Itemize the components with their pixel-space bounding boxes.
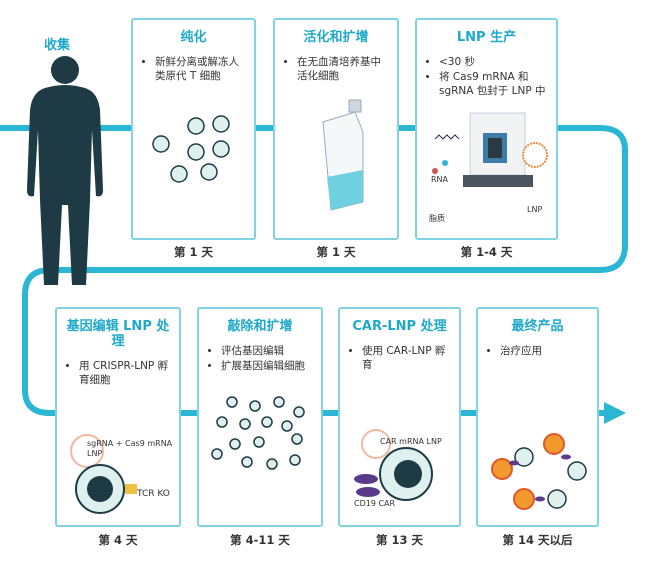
day-label: 第 14 天以后 — [502, 533, 573, 547]
collect-label: 收集 — [44, 38, 71, 53]
step-title: 纯化 — [180, 30, 207, 45]
arrow-head-icon — [604, 402, 626, 424]
step-lnp-production-card: LNP 生产 <30 秒将 Cas9 mRNA 和 sgRNA 包封于 LNP … — [415, 18, 558, 240]
day-label: 第 4 天 — [98, 533, 138, 547]
day-label: 第 1-4 天 — [460, 245, 513, 259]
step-bullet: 用 CRISPR-LNP 孵育细胞 — [79, 359, 171, 387]
step-title: CAR-LNP 处理 — [352, 319, 447, 334]
step-activate-card: 活化和扩增 在无血清培养基中活化细胞 — [273, 18, 399, 240]
step-bullet: 评估基因编辑 — [221, 344, 313, 358]
car-label: CD19 CAR — [354, 499, 396, 508]
car-cell-icon — [354, 429, 433, 501]
step-title: 活化和扩增 — [303, 30, 369, 45]
lnp-instrument-icon — [432, 112, 548, 187]
step-bullet: 使用 CAR-LNP 孵育 — [362, 344, 451, 372]
step-bullet: 新鲜分离或解冻人类原代 T 细胞 — [155, 55, 246, 83]
step-purify-card: 纯化 新鲜分离或解冻人类原代 T 细胞 — [131, 18, 256, 240]
step-bullet: <30 秒 — [439, 55, 548, 69]
expanded-cells-icon — [211, 396, 305, 470]
tcr-ko-label: TCR KO — [137, 489, 170, 499]
step-bullet: 扩展基因编辑细胞 — [221, 359, 313, 373]
step-bullet: 将 Cas9 mRNA 和 sgRNA 包封于 LNP 中 — [439, 70, 548, 98]
step-bullet: 在无血清培养基中活化细胞 — [297, 55, 389, 83]
edited-cell-icon — [70, 434, 137, 514]
step-gene-edit-card: 基因编辑 LNP 处理 用 CRISPR-LNP 孵育细胞 sgRNA + Ca… — [55, 307, 181, 527]
day-label: 第 4-11 天 — [230, 533, 290, 547]
step-knockout-card: 敲除和扩增 评估基因编辑扩展基因编辑细胞 — [197, 307, 323, 527]
step-bullet: 治疗应用 — [500, 344, 589, 358]
step-title: 最终产品 — [511, 319, 564, 334]
step-car-lnp-card: CAR-LNP 处理 使用 CAR-LNP 孵育 CAR mRNA LNP CD… — [338, 307, 461, 527]
step-final-product-card: 最终产品 治疗应用 — [476, 307, 599, 527]
culture-flask-icon — [322, 99, 364, 211]
step-title: 基因编辑 LNP 处理 — [66, 319, 170, 349]
day-label: 第 13 天 — [375, 533, 423, 547]
step-title: LNP 生产 — [456, 30, 517, 45]
human-silhouette-icon — [27, 56, 103, 285]
lnp-label: LNP — [527, 205, 543, 214]
lnp-label: sgRNA + Cas9 mRNA LNP — [87, 439, 173, 458]
day-label: 第 1 天 — [316, 245, 356, 259]
step-title: 敲除和扩增 — [227, 319, 293, 334]
lipid-label: 脂质 — [429, 214, 445, 223]
lnp-label: CAR mRNA LNP — [380, 437, 442, 446]
car-t-killing-icon — [491, 433, 587, 510]
day-label: 第 1 天 — [173, 245, 213, 259]
t-cells-icon — [152, 115, 230, 183]
rna-label: RNA — [431, 175, 449, 184]
